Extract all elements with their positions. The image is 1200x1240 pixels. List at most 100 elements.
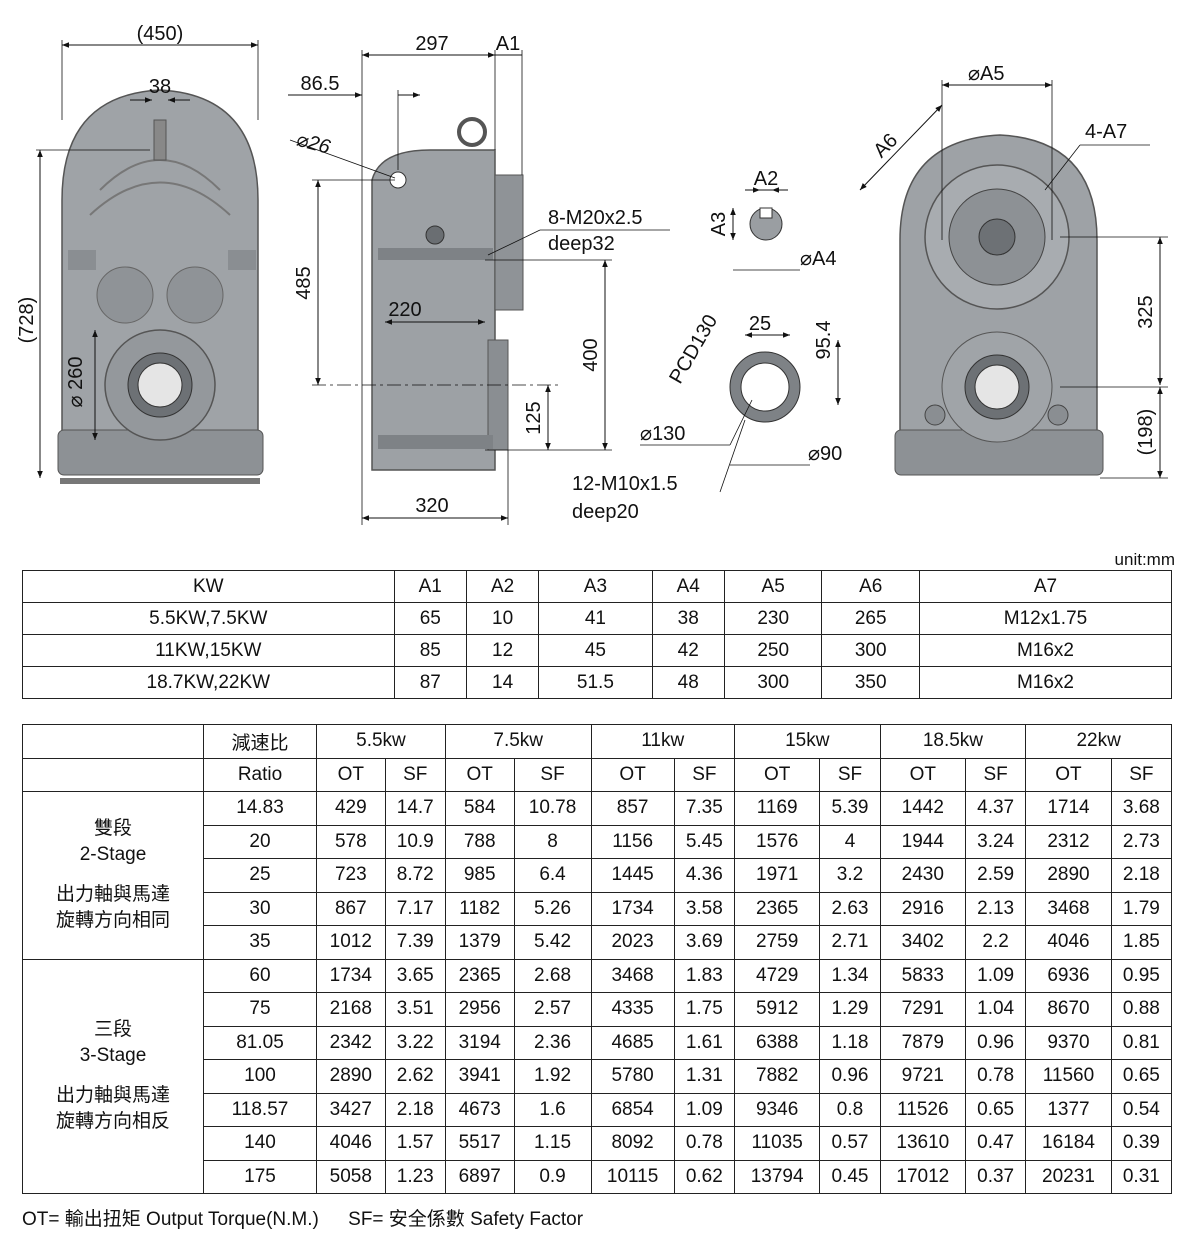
ot-cell: 6936 bbox=[1025, 958, 1112, 993]
sf-cell: 2.59 bbox=[965, 858, 1027, 893]
ot-cell: 3427 bbox=[316, 1092, 386, 1127]
dim-86: 86.5 bbox=[301, 73, 340, 95]
sf-cell: 5.26 bbox=[513, 891, 592, 926]
dim-front-height: (728) bbox=[16, 297, 38, 344]
flange-90-label: ⌀90 bbox=[808, 443, 842, 465]
ot-cell: 3468 bbox=[1025, 891, 1112, 926]
sf-cell: 0.62 bbox=[673, 1159, 735, 1194]
ot-cell: 1379 bbox=[444, 925, 515, 960]
ot-cell: 3941 bbox=[444, 1059, 515, 1094]
stage-note2: 旋轉方向相反 bbox=[55, 1111, 170, 1133]
sf-cell: 0.96 bbox=[965, 1025, 1027, 1060]
dim-shaft-width: 38 bbox=[149, 76, 171, 98]
rear-a5: A5 bbox=[980, 63, 1004, 85]
sf-cell: 3.58 bbox=[673, 891, 735, 926]
ot-cell: 9346 bbox=[733, 1092, 821, 1127]
footnote-ot: OT= 輸出扭矩 Output Torque(N.M.) bbox=[22, 1209, 319, 1230]
ot-cell: 1576 bbox=[733, 824, 821, 859]
ot-cell: 1377 bbox=[1025, 1092, 1112, 1127]
ratio-cell: 175 bbox=[203, 1159, 317, 1194]
ot-cell: 1714 bbox=[1025, 791, 1112, 826]
stage-note2: 旋轉方向相同 bbox=[55, 910, 170, 932]
ot-cell: 429 bbox=[316, 791, 386, 826]
spec-cell: 48 bbox=[651, 666, 725, 699]
dim-hole: 26 bbox=[304, 131, 333, 158]
ot-cell: 1169 bbox=[733, 791, 821, 826]
key-a4-label: ⌀A4 bbox=[800, 248, 837, 270]
sf-cell: 1.61 bbox=[673, 1025, 735, 1060]
sf-cell: 0.81 bbox=[1110, 1025, 1173, 1060]
ot-cell: 1445 bbox=[590, 858, 675, 893]
sf-cell: 1.29 bbox=[819, 992, 881, 1027]
sf-cell: 2.68 bbox=[513, 958, 592, 993]
ot-cell: 6854 bbox=[590, 1092, 675, 1127]
ot-cell: 4729 bbox=[733, 958, 821, 993]
ratio-en-header: Ratio bbox=[203, 757, 317, 792]
rear-a6: A6 bbox=[869, 129, 902, 162]
dim-bore-dia: 260 bbox=[65, 357, 87, 390]
spec-cell: 87 bbox=[393, 666, 467, 699]
sf-header: SF bbox=[819, 757, 881, 792]
sf-cell: 3.69 bbox=[673, 925, 735, 960]
ot-cell: 4673 bbox=[444, 1092, 515, 1127]
sf-cell: 2.57 bbox=[513, 992, 592, 1027]
ot-cell: 2312 bbox=[1025, 824, 1112, 859]
key-detail: A2 A3 ⌀A4 bbox=[708, 168, 837, 271]
ot-cell: 7882 bbox=[733, 1059, 821, 1094]
sf-cell: 2.73 bbox=[1110, 824, 1173, 859]
sf-cell: 3.2 bbox=[819, 858, 881, 893]
ot-cell: 2890 bbox=[1025, 858, 1112, 893]
ot-cell: 5780 bbox=[590, 1059, 675, 1094]
spec-cell: 300 bbox=[723, 666, 823, 699]
ot-cell: 1971 bbox=[733, 858, 821, 893]
spec-cell: 350 bbox=[821, 666, 920, 699]
spec-cell: M16x2 bbox=[918, 634, 1173, 667]
sf-cell: 0.65 bbox=[1110, 1059, 1173, 1094]
sf-cell: 2.18 bbox=[1110, 858, 1173, 893]
spec-header-cell: A7 bbox=[918, 570, 1173, 603]
stage-note1: 出力軸與馬達 bbox=[55, 1085, 170, 1107]
ot-cell: 4335 bbox=[590, 992, 675, 1027]
dim-front-width: (450) bbox=[137, 23, 184, 45]
spec-cell: 38 bbox=[651, 602, 725, 635]
ot-cell: 11035 bbox=[733, 1126, 821, 1161]
sf-cell: 1.09 bbox=[965, 958, 1027, 993]
ot-cell: 2365 bbox=[733, 891, 821, 926]
ot-cell: 2023 bbox=[590, 925, 675, 960]
sf-cell: 6.4 bbox=[513, 858, 592, 893]
spec-cell: 10 bbox=[465, 602, 540, 635]
spec-cell: 250 bbox=[723, 634, 823, 667]
sf-cell: 4 bbox=[819, 824, 881, 859]
sf-cell: 1.79 bbox=[1110, 891, 1173, 926]
ot-cell: 1944 bbox=[879, 824, 967, 859]
flange-detail: 25 95.4 PCD130 ⌀130 ⌀90 12-M10x1.5 deep2… bbox=[572, 311, 842, 523]
dimension-drawing: (450) 38 (728) ⌀ 260 297 A1 86.5 ⌀26 bbox=[16, 23, 1168, 525]
spec-header-cell: A6 bbox=[821, 570, 920, 603]
ot-header: OT bbox=[590, 757, 675, 792]
spec-cell: 65 bbox=[393, 602, 467, 635]
sf-cell: 3.22 bbox=[384, 1025, 446, 1060]
ratio-cell: 140 bbox=[203, 1126, 317, 1161]
sf-cell: 3.68 bbox=[1110, 791, 1173, 826]
sf-cell: 5.45 bbox=[673, 824, 735, 859]
ot-cell: 1182 bbox=[444, 891, 515, 926]
sf-cell: 4.37 bbox=[965, 791, 1027, 826]
dim-220: 220 bbox=[388, 299, 421, 321]
sf-cell: 1.04 bbox=[965, 992, 1027, 1027]
flange-90: 90 bbox=[820, 443, 842, 465]
spec-cell: 5.5KW,7.5KW bbox=[22, 602, 395, 635]
stage-spacer bbox=[23, 868, 203, 882]
sf-cell: 5.42 bbox=[513, 925, 592, 960]
spec-cell: 85 bbox=[393, 634, 467, 667]
key-a2: A2 bbox=[754, 168, 778, 190]
sf-cell: 1.83 bbox=[673, 958, 735, 993]
ot-cell: 9721 bbox=[879, 1059, 967, 1094]
